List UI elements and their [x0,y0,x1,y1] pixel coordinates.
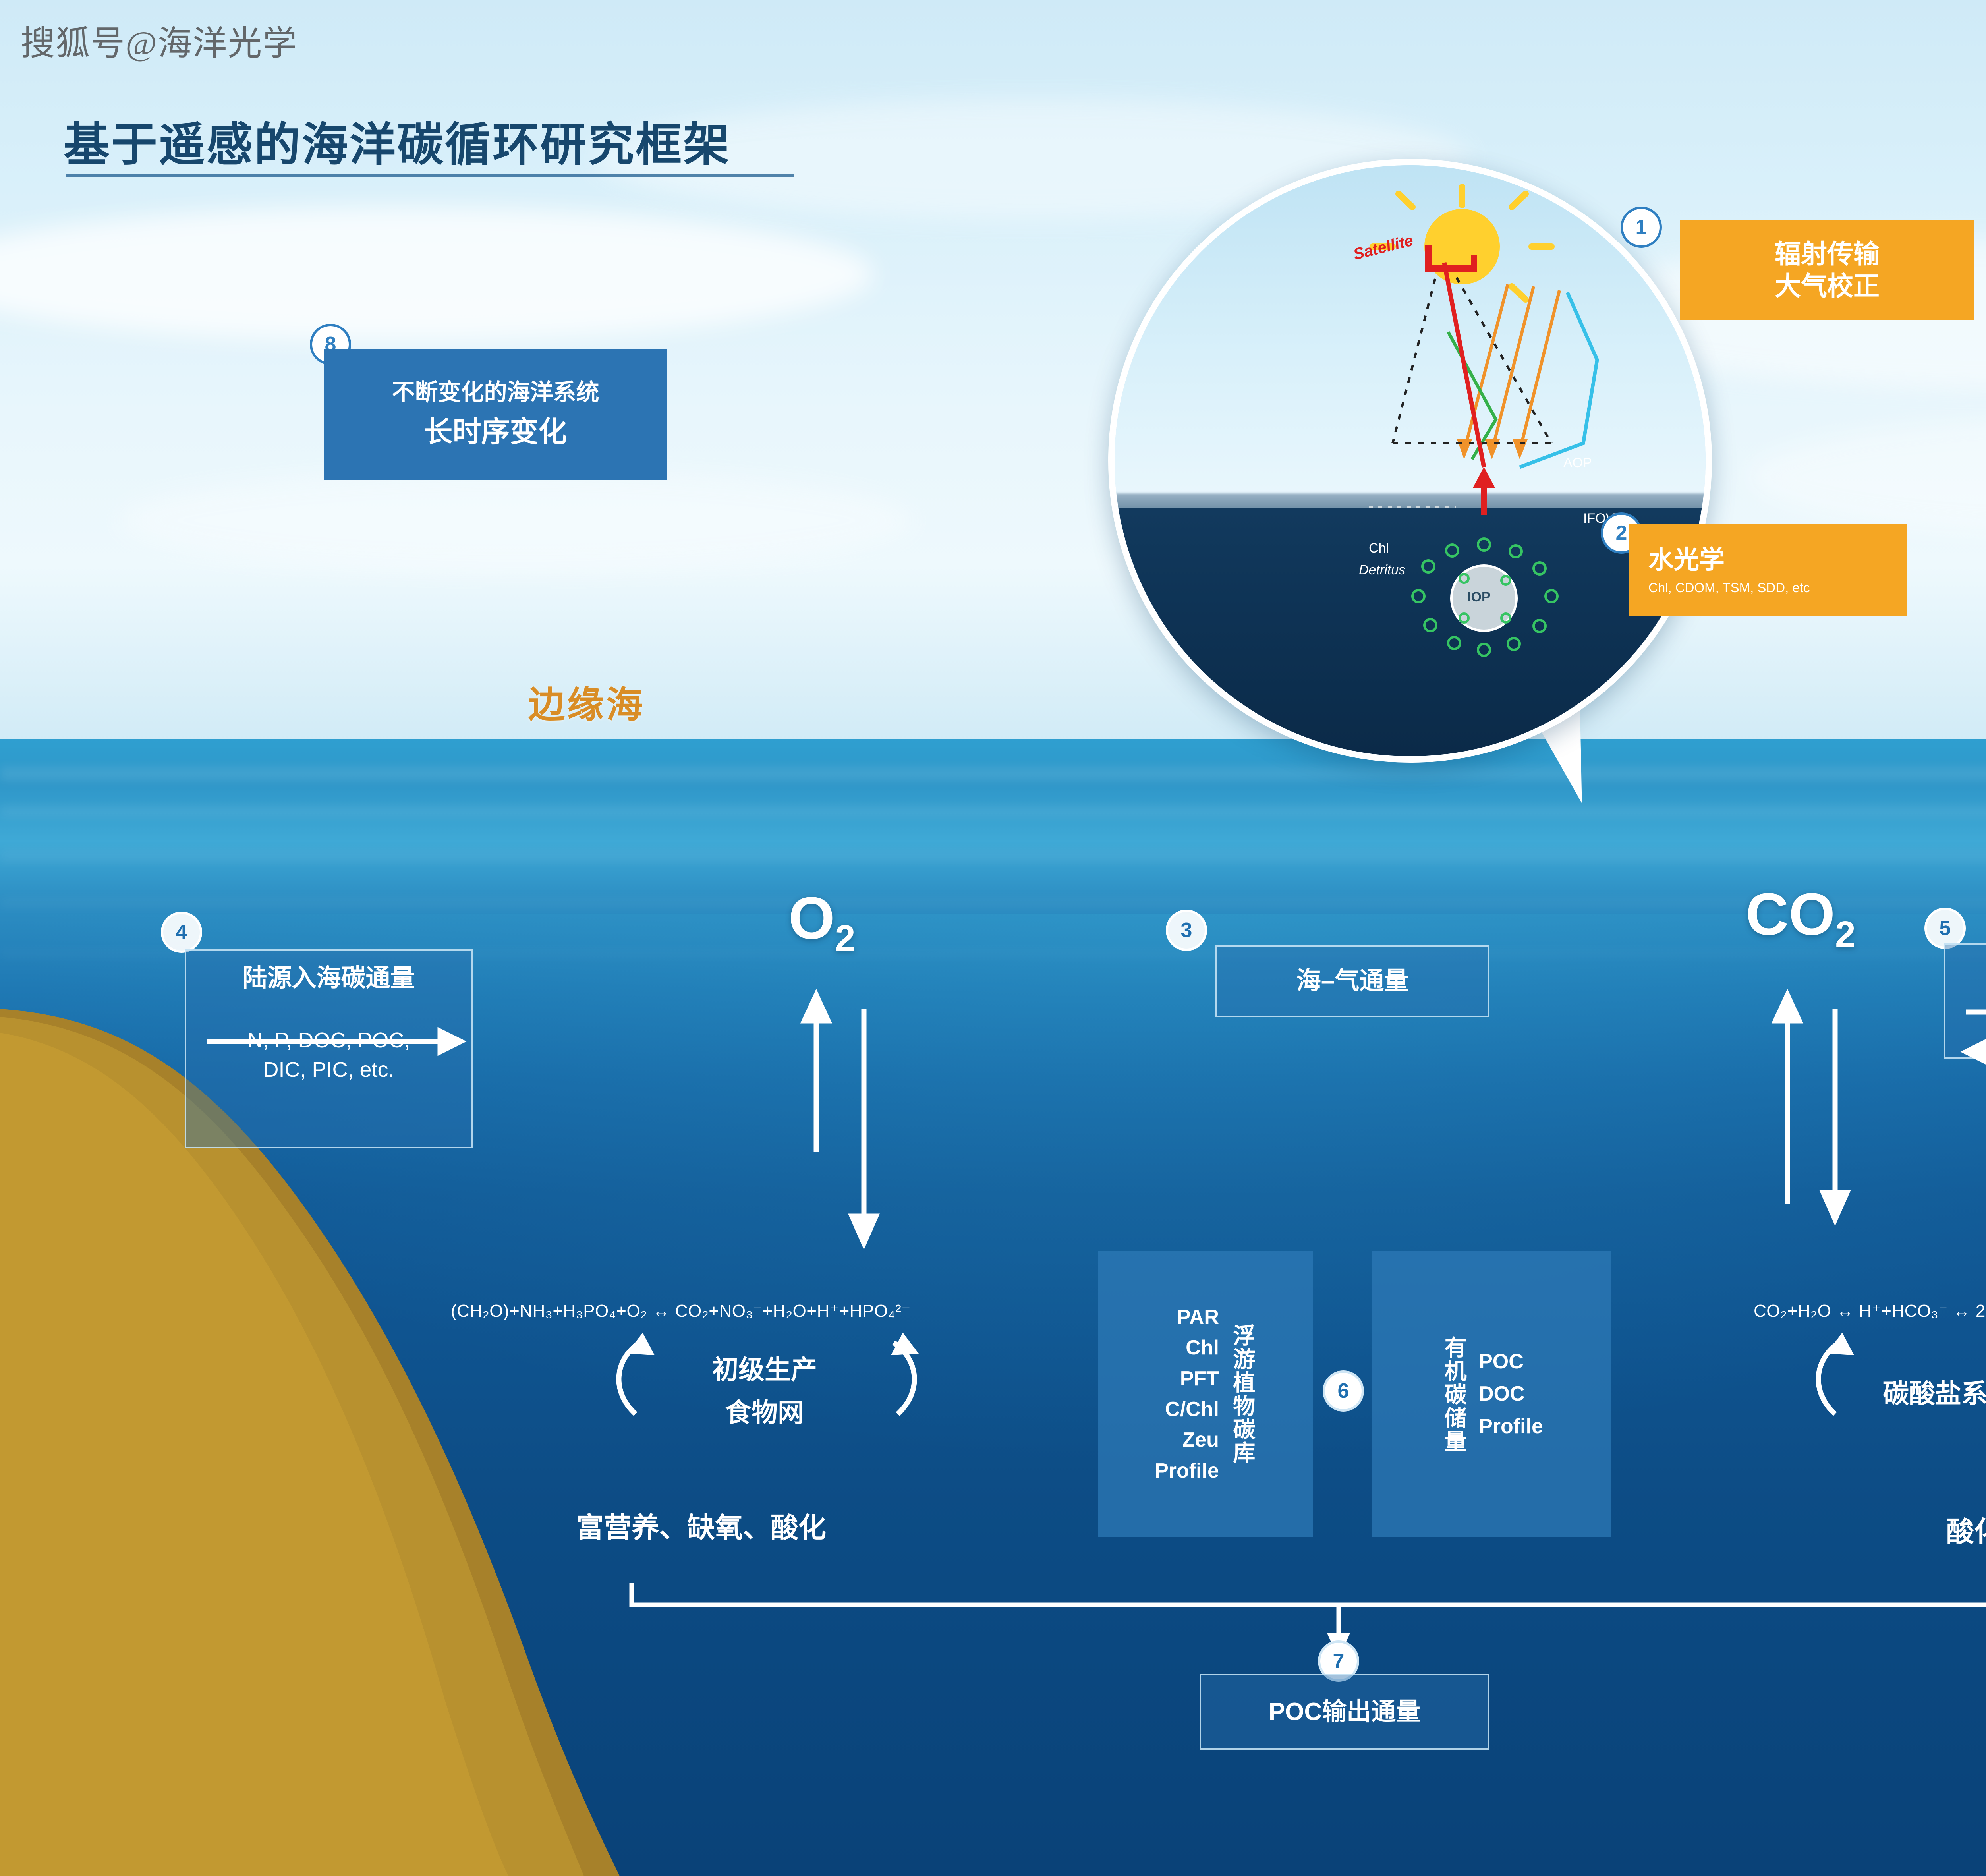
step-number-7: 7 [1318,1640,1359,1682]
box-radiative-transfer-line1: 辐射传输 [1775,239,1880,269]
panel-organic-left-label: 有机碳储量 [1441,1335,1467,1453]
aop-label: AOP [1563,455,1592,470]
wave-stripe-3 [0,850,1986,862]
box-poc-export-flux[interactable]: POC输出通量 [1200,1674,1490,1750]
box-changing-ocean-system[interactable]: 不断变化的海洋系统 长时序变化 [324,349,667,480]
label-primary-production-line2: 食物网 [725,1398,804,1427]
item-poc: POC [1479,1350,1524,1373]
step-number-3: 3 [1166,910,1207,951]
cloud-5 [119,469,914,572]
iop-label: IOP [1467,589,1491,605]
callout-sea-body [1115,508,1706,756]
label-primary-production-line1: 初级生产 [712,1355,817,1384]
watermark-text: 搜狐号@海洋光学 [21,24,298,62]
item-pft: PFT [1180,1367,1219,1390]
label-carbonate-system: 碳酸盐系统 [1883,1379,1986,1408]
step-number-1: 1 [1621,207,1662,248]
item-par: PAR [1177,1305,1219,1329]
step-number-6: 6 [1323,1370,1364,1412]
co2-label: CO2 [1746,881,1856,955]
item-zeu: Zeu [1182,1428,1219,1452]
box-air-sea-flux-label: 海–气通量 [1296,967,1409,995]
callout-sky [1115,165,1706,508]
formula-carbonate-system: CO₂+H₂O ↔ H⁺+HCO₃⁻ ↔ 2H⁺+CO₃²⁻ [1754,1301,1986,1321]
box-hydro-optics-line2: Chl, CDOM, TSM, SDD, etc [1648,580,1810,595]
cloud-1 [0,207,874,342]
box-lateral-transport[interactable]: 碳侧向运输通道 [1944,943,1986,1059]
box-hydro-optics-line1: 水光学 [1648,545,1725,574]
item-c-chl: C/Chl [1165,1398,1219,1421]
detritus-label: Detritus [1359,562,1406,578]
wave-stripe-4 [0,898,1986,907]
box-radiative-transfer[interactable]: 辐射传输 大气校正 [1680,220,1974,320]
item-doc: DOC [1479,1382,1525,1406]
panel-organic-right-items: POC DOC Profile [1479,1349,1543,1439]
panel-phyto-right-label: 浮游植物碳库 [1230,1324,1255,1464]
remote-sensing-callout: Satellite AOP IFOV IOP Chl Detritus [1108,159,1712,763]
wave-stripe-1 [0,767,1986,781]
box-poc-export-flux-label: POC输出通量 [1268,1698,1421,1726]
region-label-marginal-sea: 边缘海 [528,685,645,725]
page-title: 基于遥感的海洋碳循环研究框架 [64,119,731,170]
wave-stripe-2 [0,806,1986,817]
formula-primary-production: (CH₂O)+NH₃+H₃PO₄+O₂ ↔ CO₂+NO₃⁻+H₂O+H⁺+HP… [451,1301,911,1321]
box-changing-ocean-line1: 不断变化的海洋系统 [392,379,599,405]
step-number-4: 4 [161,912,202,953]
chl-label: Chl [1369,541,1389,556]
label-carbonate-effects: 酸化 [1946,1516,1986,1547]
box-land-carbon-flux-title: 陆源入海碳通量 [242,964,415,992]
panel-phytoplankton-carbon-pool[interactable]: PAR Chl PFT C/Chl Zeu Profile 浮游植物碳库 [1098,1251,1313,1537]
box-hydro-optics[interactable]: 水光学 Chl, CDOM, TSM, SDD, etc [1629,524,1907,616]
item-chl: Chl [1186,1336,1219,1360]
box-land-carbon-flux-line3: DIC, PIC, etc. [263,1057,394,1082]
box-air-sea-flux[interactable]: 海–气通量 [1215,945,1490,1017]
title-underline [66,174,794,177]
item-profile-2: Profile [1479,1414,1543,1438]
box-changing-ocean-line2: 长时序变化 [424,416,567,448]
box-radiative-transfer-line2: 大气校正 [1775,271,1880,301]
callout-vectors [1369,184,1599,657]
step-number-5: 5 [1924,908,1966,949]
panel-organic-carbon-storage[interactable]: 有机碳储量 POC DOC Profile [1372,1251,1611,1537]
label-primary-production: 初级生产 食物网 [661,1349,868,1430]
label-primary-production-effects: 富营养、缺氧、酸化 [576,1512,826,1543]
box-land-carbon-flux-line2: N, P, DOC, POC, [247,1028,410,1052]
o2-label: O2 [788,885,856,959]
panel-phyto-left-items: PAR Chl PFT C/Chl Zeu Profile [1155,1305,1219,1484]
box-land-carbon-flux[interactable]: 陆源入海碳通量 N, P, DOC, POC, DIC, PIC, etc. [185,949,473,1148]
item-profile: Profile [1155,1459,1219,1482]
